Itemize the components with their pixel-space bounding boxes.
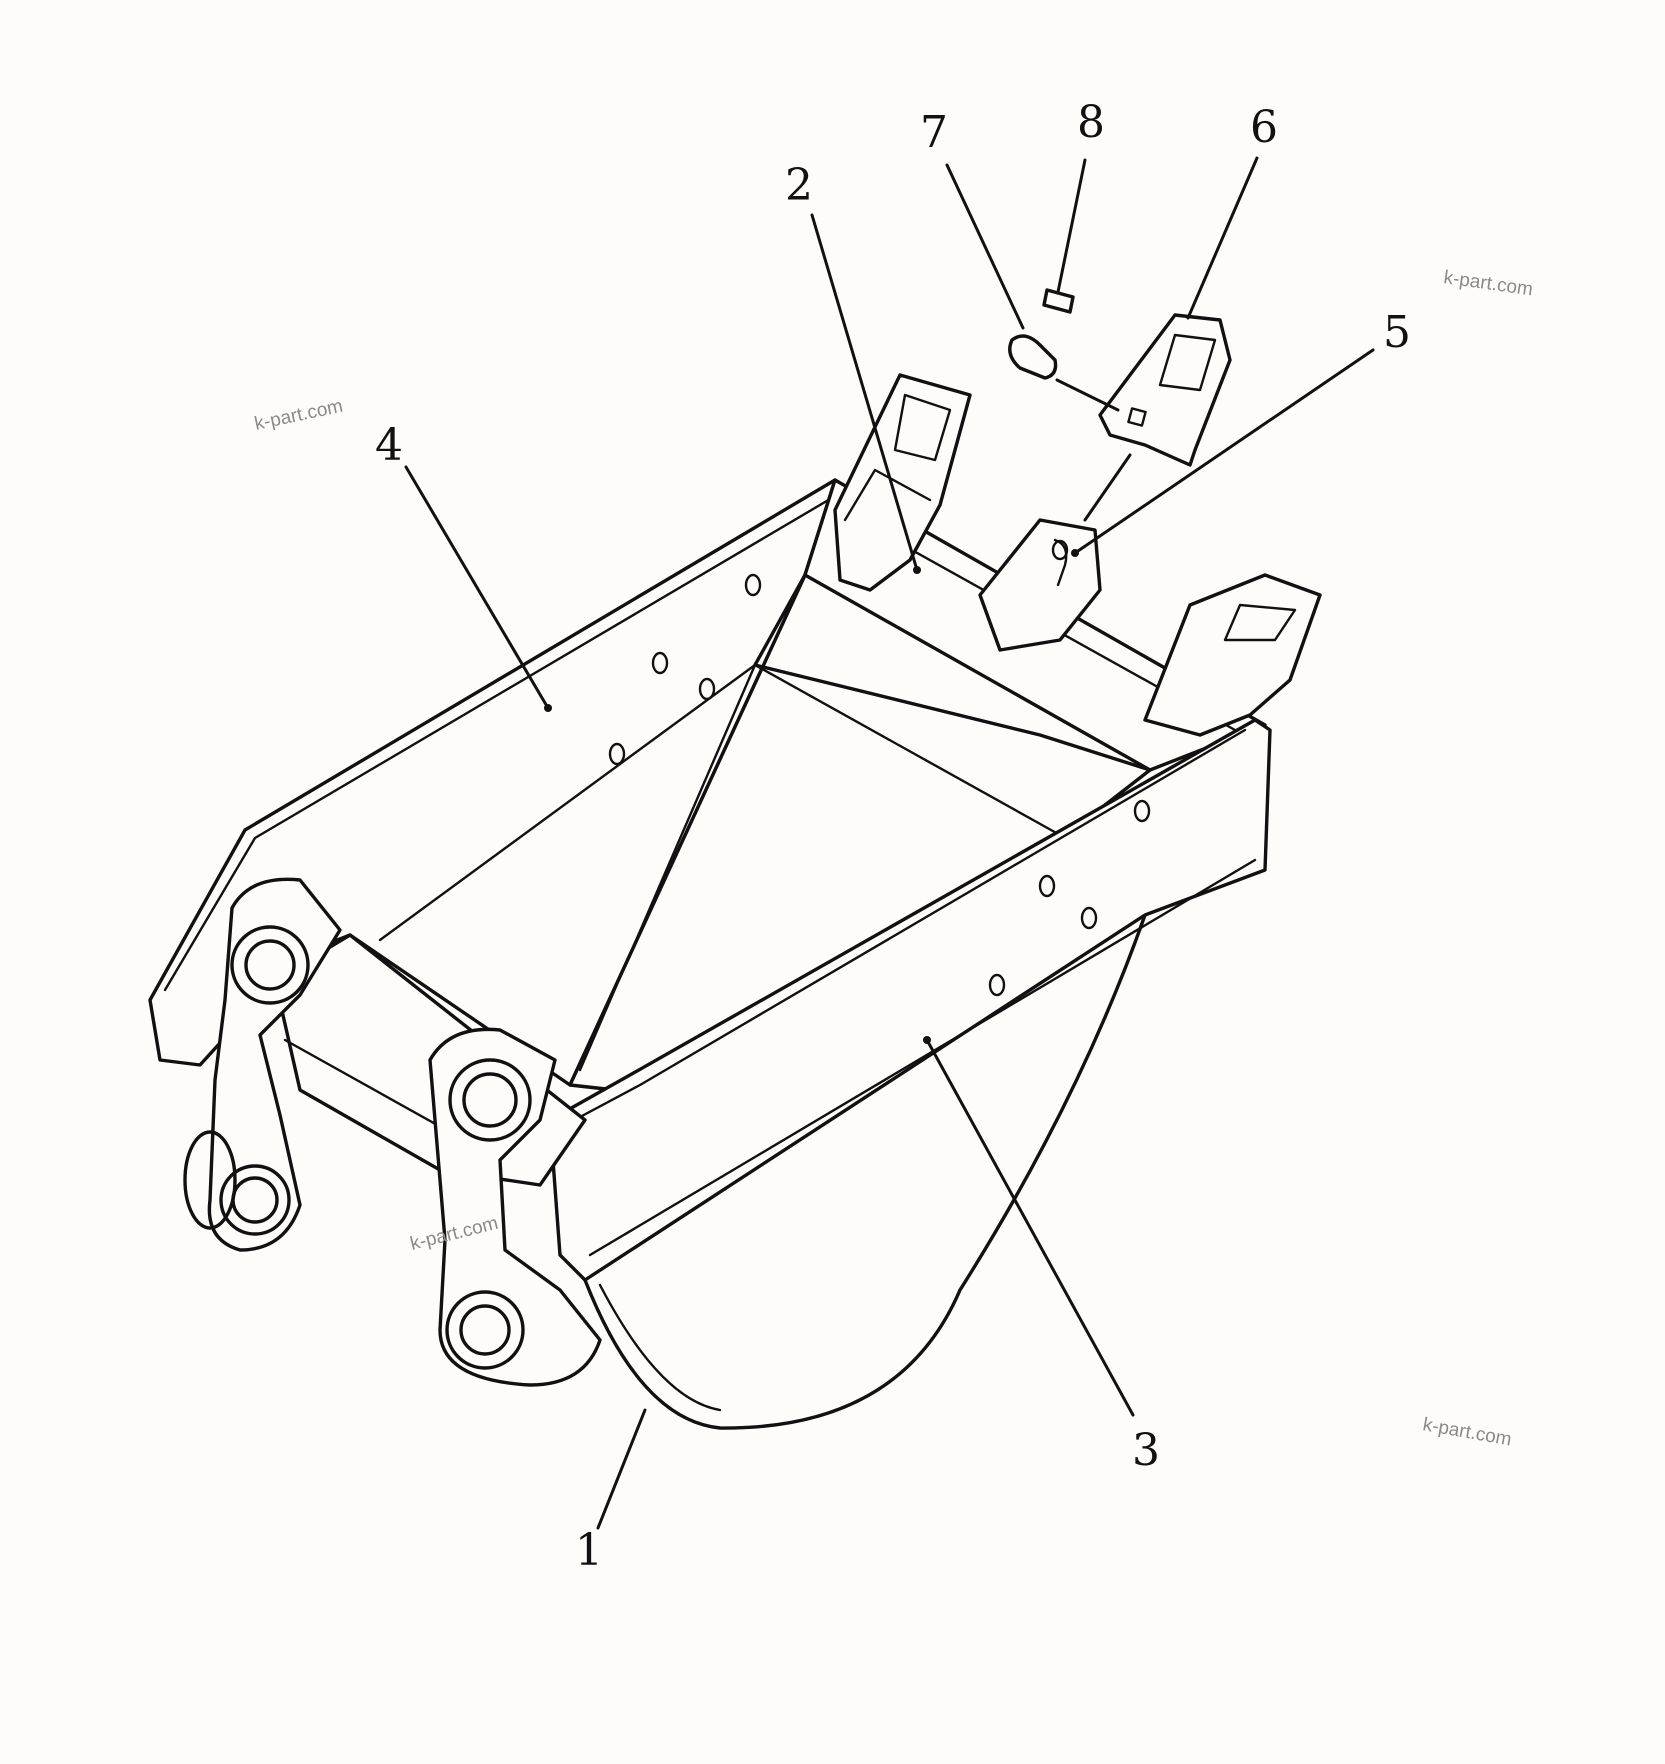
exploded-parts	[1008, 288, 1232, 522]
mounting-holes-right	[988, 799, 1151, 997]
callout-8: 8	[1077, 97, 1105, 148]
bucket-teeth	[833, 373, 1322, 737]
watermark-text: k-part.com	[1442, 267, 1534, 300]
callout-3: 3	[1132, 1425, 1160, 1476]
watermark-text: k-part.com	[253, 396, 345, 435]
callout-4: 4	[375, 420, 403, 471]
tooth-point	[1098, 313, 1232, 467]
tooth-right	[1143, 573, 1322, 737]
watermark-text: k-part.com	[1421, 1414, 1513, 1450]
lock-pin	[1042, 288, 1075, 314]
leader-lines	[404, 156, 1375, 1530]
tooth-left	[833, 373, 972, 592]
callout-5: 5	[1383, 307, 1411, 358]
callout-2: 2	[785, 160, 813, 211]
mounting-holes-left	[608, 573, 762, 766]
right-side-plate	[548, 718, 1272, 1282]
callout-1: 1	[575, 1525, 603, 1576]
tooth-adapter-middle	[978, 518, 1102, 652]
retaining-pin	[1008, 334, 1058, 380]
callout-7: 7	[920, 107, 948, 158]
callout-6: 6	[1250, 102, 1278, 153]
callout-numbers: 1 2 3 4 5 6 7 8	[375, 97, 1411, 1576]
hinge-bosses	[183, 877, 602, 1387]
